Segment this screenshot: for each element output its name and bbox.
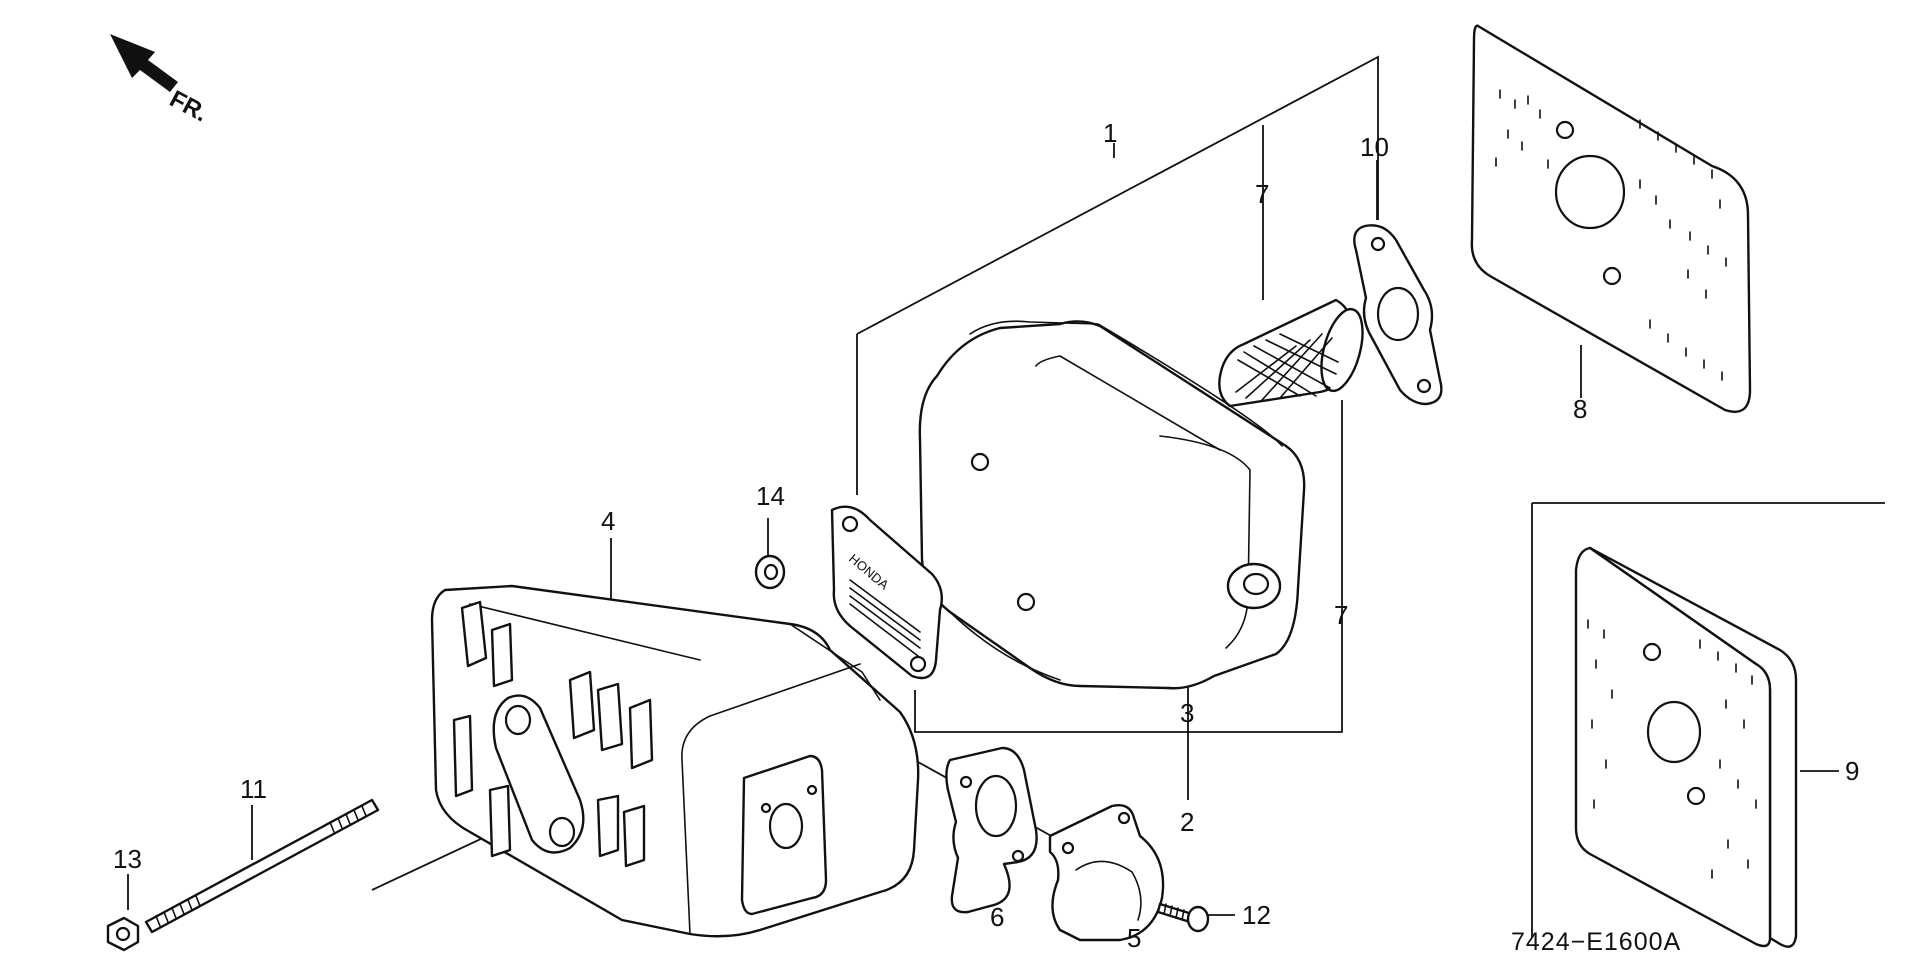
front-direction-label: FR.	[165, 85, 212, 127]
callout-5: 5	[1127, 923, 1141, 953]
part-11-stud-bolt	[144, 798, 380, 934]
part-7-spark-arrester-screen	[1218, 298, 1364, 408]
callout-4: 4	[601, 506, 615, 536]
callout-6: 6	[990, 902, 1004, 932]
callout-13: 13	[113, 844, 142, 874]
callout-7-lower: 7	[1334, 600, 1348, 630]
callout-9: 9	[1845, 756, 1859, 786]
front-direction-arrow-icon	[110, 34, 178, 92]
front-direction-indicator: FR.	[110, 34, 212, 127]
part-9-heat-shield-plate	[1574, 546, 1798, 948]
part-5-exhaust-deflector	[1048, 804, 1165, 942]
honda-muffler-tab: HONDA	[830, 505, 943, 680]
callout-labels: 1 2 3 4 5 6 7 7 8 9 10 11 12 13 14	[113, 118, 1859, 953]
part-13-hex-nut	[106, 916, 140, 952]
callout-11: 11	[240, 774, 267, 804]
part-6-pipe-guide	[945, 746, 1038, 914]
part-12-tapping-screw	[1156, 902, 1210, 933]
callout-3: 3	[1180, 698, 1194, 728]
callout-2: 2	[1180, 807, 1194, 837]
part-14-flange-nut	[754, 554, 786, 590]
drawing-reference-code: 7424−E1600A	[1511, 928, 1681, 956]
callout-14: 14	[756, 481, 785, 511]
part-4-muffler-protector	[430, 584, 920, 938]
callout-7-upper: 7	[1255, 179, 1269, 209]
part-8-gasket-plate	[1470, 24, 1752, 413]
callout-12: 12	[1242, 900, 1271, 930]
callout-8: 8	[1573, 394, 1587, 424]
part-3-muffler-body	[918, 320, 1306, 690]
part-10-exhaust-gasket	[1353, 224, 1443, 406]
callout-1: 1	[1103, 118, 1117, 148]
callout-10: 10	[1360, 132, 1389, 162]
